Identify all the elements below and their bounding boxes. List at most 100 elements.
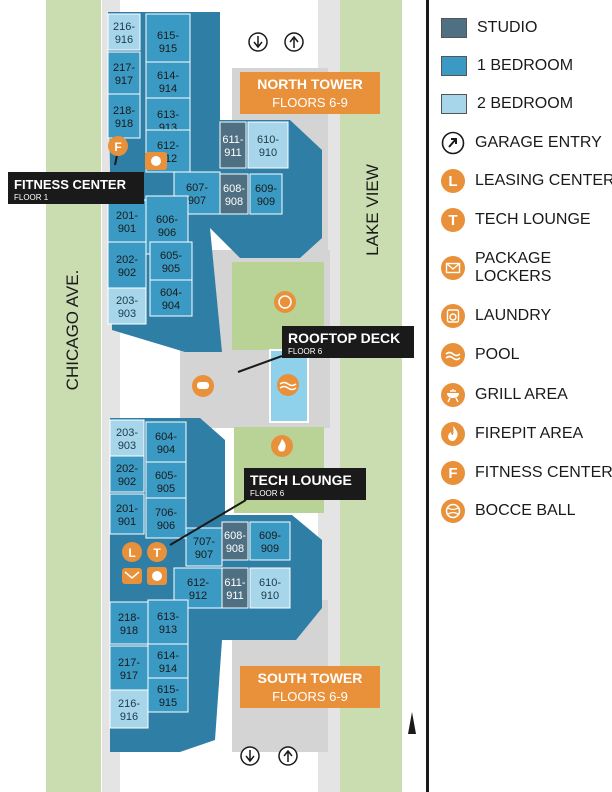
north-unit-label: 903 <box>118 308 136 320</box>
north-unit-label: 905 <box>162 263 180 275</box>
south-unit-label: 707- <box>193 536 215 548</box>
south-unit-707-room <box>185 527 223 567</box>
north-unit-label: 609- <box>255 183 277 195</box>
tech-callout <box>244 468 366 500</box>
compass-rose <box>408 712 416 734</box>
legend-item-tech: T TECH LOUNGE <box>441 208 591 232</box>
south-unit-label: 605- <box>155 470 177 482</box>
tech-map-icon <box>147 542 167 562</box>
south-unit-label: 612- <box>187 577 209 589</box>
rooftop-callout <box>282 326 414 358</box>
south-unit-label: 916 <box>120 711 138 723</box>
fitness-callout-title: FITNESS CENTER <box>14 177 127 192</box>
north-unit-label: 902 <box>118 267 136 279</box>
south-unit-label: 901 <box>118 516 136 528</box>
tech-callout-title: TECH LOUNGE <box>250 472 352 488</box>
legend-label-tech: TECH LOUNGE <box>475 211 591 228</box>
north-unit-608-room <box>219 173 249 215</box>
south-unit-611-room <box>221 567 249 609</box>
leasing-icon: L <box>441 169 465 193</box>
north-unit-label: 615- <box>157 30 179 42</box>
south-unit-216-room <box>109 689 149 729</box>
south-tower-title: SOUTH TOWER <box>258 670 363 686</box>
south-unit-label: 202- <box>116 463 138 475</box>
legend-item-2-bedroom: 2 BEDROOM <box>441 94 573 114</box>
south-unit-label: 908 <box>226 543 244 555</box>
south-unit-610-room <box>249 567 291 609</box>
north-unit-label: 614- <box>157 70 179 82</box>
south-unit-label: 902 <box>118 476 136 488</box>
north-unit-609-room <box>249 173 283 215</box>
legend-item-grill: GRILL AREA <box>441 383 568 407</box>
south-unit-label: 218- <box>118 612 140 624</box>
south-unit-label: 918 <box>120 625 138 637</box>
firepit-map-flame <box>278 439 286 452</box>
legend-label-1-bedroom: 1 BEDROOM <box>477 57 574 74</box>
south-unit-label: 912 <box>189 590 207 602</box>
grill-icon <box>441 383 465 407</box>
legend: STUDIO 1 BEDROOM 2 BEDROOM GARAGE ENTRY … <box>426 0 612 792</box>
north-unit-label: 915 <box>159 43 177 55</box>
legend-item-package: PACKAGE LOCKERS <box>441 250 551 286</box>
north-unit-label: 218- <box>113 105 135 117</box>
pool-icon <box>441 343 465 367</box>
legend-label-bocce: BOCCE BALL <box>475 502 576 519</box>
south-unit-217-room <box>109 645 149 691</box>
one-bedroom-swatch <box>441 56 467 76</box>
north-unit-label: 918 <box>115 118 133 130</box>
legend-item-fitness: F FITNESS CENTER <box>441 461 612 485</box>
legend-label-2-bedroom: 2 BEDROOM <box>477 95 574 112</box>
south-unit-608-room <box>221 521 249 561</box>
north-unit-label: 908 <box>225 196 243 208</box>
north-unit-label: 605- <box>160 250 182 262</box>
south-unit-label: 201- <box>116 503 138 515</box>
north-unit-label: 914 <box>159 83 177 95</box>
south-unit-label: 906 <box>157 520 175 532</box>
north-unit-label: 916 <box>115 34 133 46</box>
two-bedroom-swatch <box>441 94 467 114</box>
leasing-map-icon <box>122 542 142 562</box>
south-unit-label: 917 <box>120 670 138 682</box>
grill-map-kettle <box>197 382 209 389</box>
legend-item-1-bedroom: 1 BEDROOM <box>441 56 573 76</box>
bocce-map-icon <box>274 291 296 313</box>
north-unit-label: 917 <box>115 75 133 87</box>
south-unit-613-room <box>147 599 189 645</box>
south-unit-label: 911 <box>226 590 244 602</box>
legend-label-pool: POOL <box>475 346 520 363</box>
street-label-chicago: CHICAGO AVE. <box>63 270 82 391</box>
south-unit-label: 910 <box>261 590 279 602</box>
south-unit-label: 614- <box>157 650 179 662</box>
package-map-icon <box>122 568 142 584</box>
legend-item-bocce: BOCCE BALL <box>441 499 575 523</box>
south-tower-floors: FLOORS 6-9 <box>272 689 348 704</box>
south-unit-label: 706- <box>155 507 177 519</box>
tech-lounge-icon: T <box>441 208 465 232</box>
legend-label-studio: STUDIO <box>477 19 538 36</box>
envelope-icon <box>441 256 465 280</box>
south-unit-604-room <box>145 421 187 463</box>
north-unit-label: 604- <box>160 287 182 299</box>
legend-item-leasing: L LEASING CENTER <box>441 169 612 193</box>
north-unit-label: 910 <box>259 147 277 159</box>
pool-map-waves <box>279 381 297 391</box>
studio-swatch <box>441 18 467 38</box>
north-unit-label: 907 <box>188 195 206 207</box>
south-unit-202-room <box>109 455 145 493</box>
south-unit-label: 216- <box>118 698 140 710</box>
south-unit-201-room <box>109 493 145 535</box>
south-unit-label: 905 <box>157 483 175 495</box>
legend-label-package: PACKAGE LOCKERS <box>475 250 552 285</box>
south-tower-badge <box>240 666 380 708</box>
south-laundry-drum <box>152 571 162 581</box>
north-unit-label: 611- <box>222 134 244 146</box>
package-map-envelope <box>124 571 140 579</box>
north-unit-605-room <box>149 241 193 281</box>
garage-entry-icon <box>248 32 268 52</box>
north-unit-615-room <box>145 13 191 69</box>
legend-item-studio: STUDIO <box>441 18 537 38</box>
south-unit-label: 914 <box>159 663 177 675</box>
garage-entry-icon <box>284 32 304 52</box>
fitness-icon: F <box>441 461 465 485</box>
